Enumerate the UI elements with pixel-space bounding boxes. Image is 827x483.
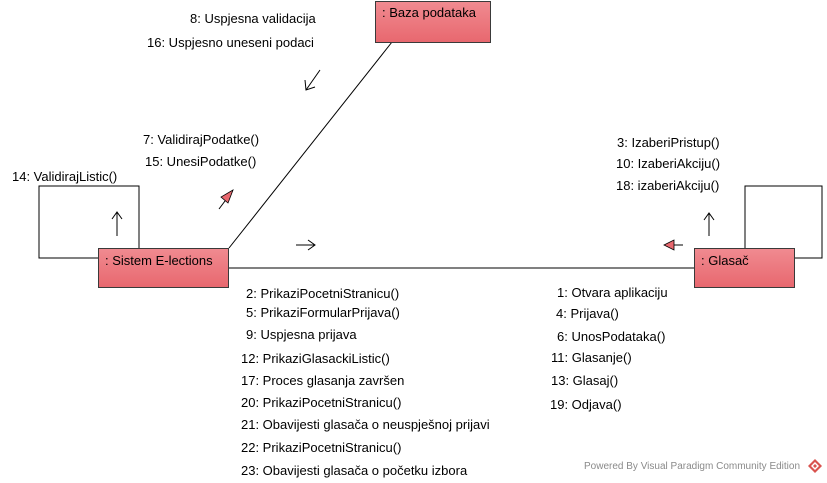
message-label: 14: ValidirajListic() <box>12 169 118 184</box>
visual-paradigm-logo-icon <box>808 459 822 473</box>
message-label: 13: Glasaj() <box>551 373 619 388</box>
message-label: 9: Uspjesna prijava <box>246 327 357 342</box>
message-label: 21: Obavijesti glasača o neuspješnoj pri… <box>241 417 490 432</box>
message-label: 2: PrikaziPocetniStranicu() <box>246 286 400 301</box>
message-label: 3: IzaberiPristup() <box>617 135 720 150</box>
message-label: 11: Glasanje() <box>551 350 632 365</box>
self-link-voter <box>744 185 823 259</box>
object-voter-label: : Glasač <box>701 253 749 268</box>
message-label: 4: Prijava() <box>556 306 619 321</box>
message-label: 6: UnosPodataka() <box>557 329 666 344</box>
object-system[interactable]: : Sistem E-lections <box>98 248 229 288</box>
message-label: 12: PrikaziGlasackiListic() <box>241 351 390 366</box>
message-label: 8: Uspjesna validacija <box>190 11 316 26</box>
arrow-voter-to-system <box>663 239 683 251</box>
arrow-db-to-system <box>304 69 321 91</box>
message-label: 22: PrikaziPocetniStranicu() <box>241 440 402 455</box>
message-label: 15: UnesiPodatke() <box>145 154 257 169</box>
message-label: 7: ValidirajPodatke() <box>143 132 260 147</box>
message-label: 16: Uspjesno uneseni podaci <box>147 35 314 50</box>
arrow-system-to-voter <box>296 239 316 251</box>
arrow-system-self <box>111 211 123 236</box>
message-label: 1: Otvara aplikaciju <box>557 285 668 300</box>
message-label: 23: Obavijesti glasača o početku izbora <box>241 463 468 478</box>
watermark-text: Powered By Visual Paradigm Community Edi… <box>584 461 801 472</box>
message-label: 17: Proces glasanja završen <box>241 373 405 388</box>
message-label: 18: izaberiAkciju() <box>616 178 720 193</box>
message-label: 10: IzaberiAkciju() <box>616 156 721 171</box>
message-label: 5: PrikaziFormularPrijava() <box>246 305 400 320</box>
arrow-system-to-db <box>218 189 234 210</box>
self-link-system <box>38 185 140 259</box>
link-system-database <box>228 41 393 249</box>
object-system-label: : Sistem E-lections <box>105 253 213 268</box>
message-label: 20: PrikaziPocetniStranicu() <box>241 395 402 410</box>
object-voter[interactable]: : Glasač <box>694 248 795 288</box>
arrow-voter-self <box>703 212 715 236</box>
message-label: 19: Odjava() <box>550 397 622 412</box>
object-database[interactable]: : Baza podataka <box>375 1 491 43</box>
object-database-label: : Baza podataka <box>382 5 476 20</box>
